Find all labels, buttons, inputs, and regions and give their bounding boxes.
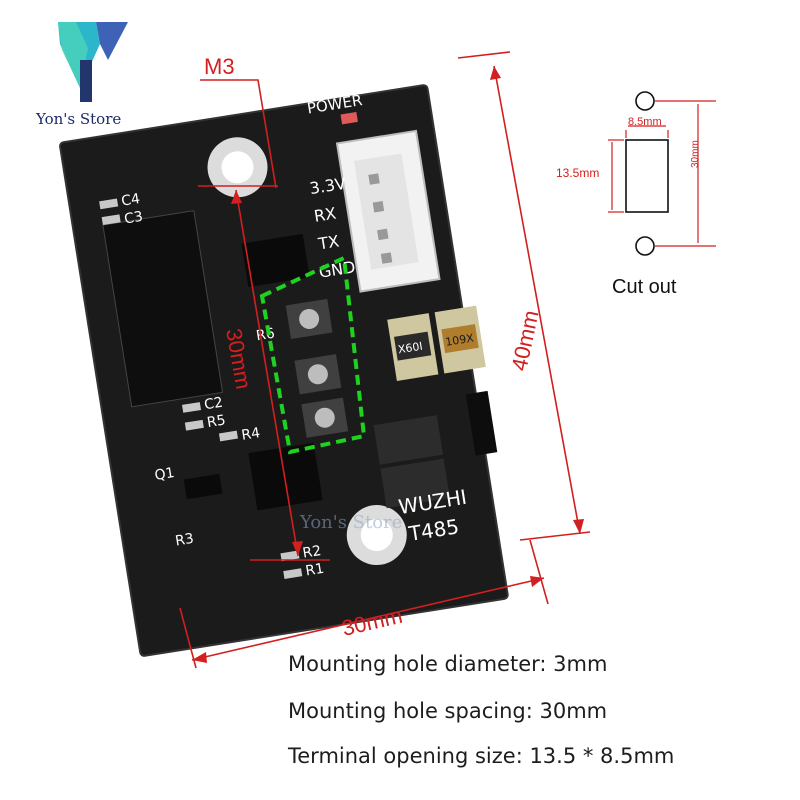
board-height-label: 40mm [506, 308, 543, 373]
fuse-b-label: 109X [444, 331, 475, 348]
r6-label: R6 [255, 326, 276, 345]
caption-hole-spacing: Mounting hole spacing: 30mm [288, 699, 608, 723]
cutout-width-label: 8.5mm [628, 116, 662, 128]
c2-label: C2 [203, 395, 224, 414]
cutout-diagram [608, 91, 716, 256]
c4-label: C4 [120, 191, 141, 210]
c3-label: C3 [123, 209, 144, 228]
brand-name: Yon's Store [36, 110, 122, 128]
r3-label: R3 [174, 531, 195, 550]
cutout-hole-top [635, 91, 655, 111]
dimension-arrowheads [192, 66, 584, 663]
m3-label: M3 [204, 54, 235, 79]
cutout-rectangle [625, 139, 669, 213]
q1-label: Q1 [154, 465, 176, 484]
cutout-hole-bottom [635, 236, 655, 256]
dimension-lines [179, 51, 591, 669]
watermark-text: Yon's Store [299, 512, 402, 533]
r2-label: R2 [302, 543, 323, 562]
r1-label: R1 [304, 561, 325, 580]
cutout-title: Cut out [612, 276, 677, 298]
pcb-board: POWER 3.3V RX TX GND WUZHI T485 C4 C3 C2… [59, 84, 509, 657]
brand-logo-icon [58, 22, 128, 102]
fuse-a-label: X60I [397, 340, 424, 357]
r4-label: R4 [240, 425, 261, 444]
pin-rx-label: RX [313, 204, 338, 226]
r5-label: R5 [206, 412, 227, 431]
caption-hole-diameter: Mounting hole diameter: 3mm [288, 652, 608, 676]
caption-terminal-opening: Terminal opening size: 13.5 * 8.5mm [288, 744, 675, 768]
cutout-height-label: 13.5mm [556, 166, 600, 180]
cutout-spacing-label: 30mm [690, 140, 701, 168]
pin-tx-label: TX [316, 231, 340, 253]
